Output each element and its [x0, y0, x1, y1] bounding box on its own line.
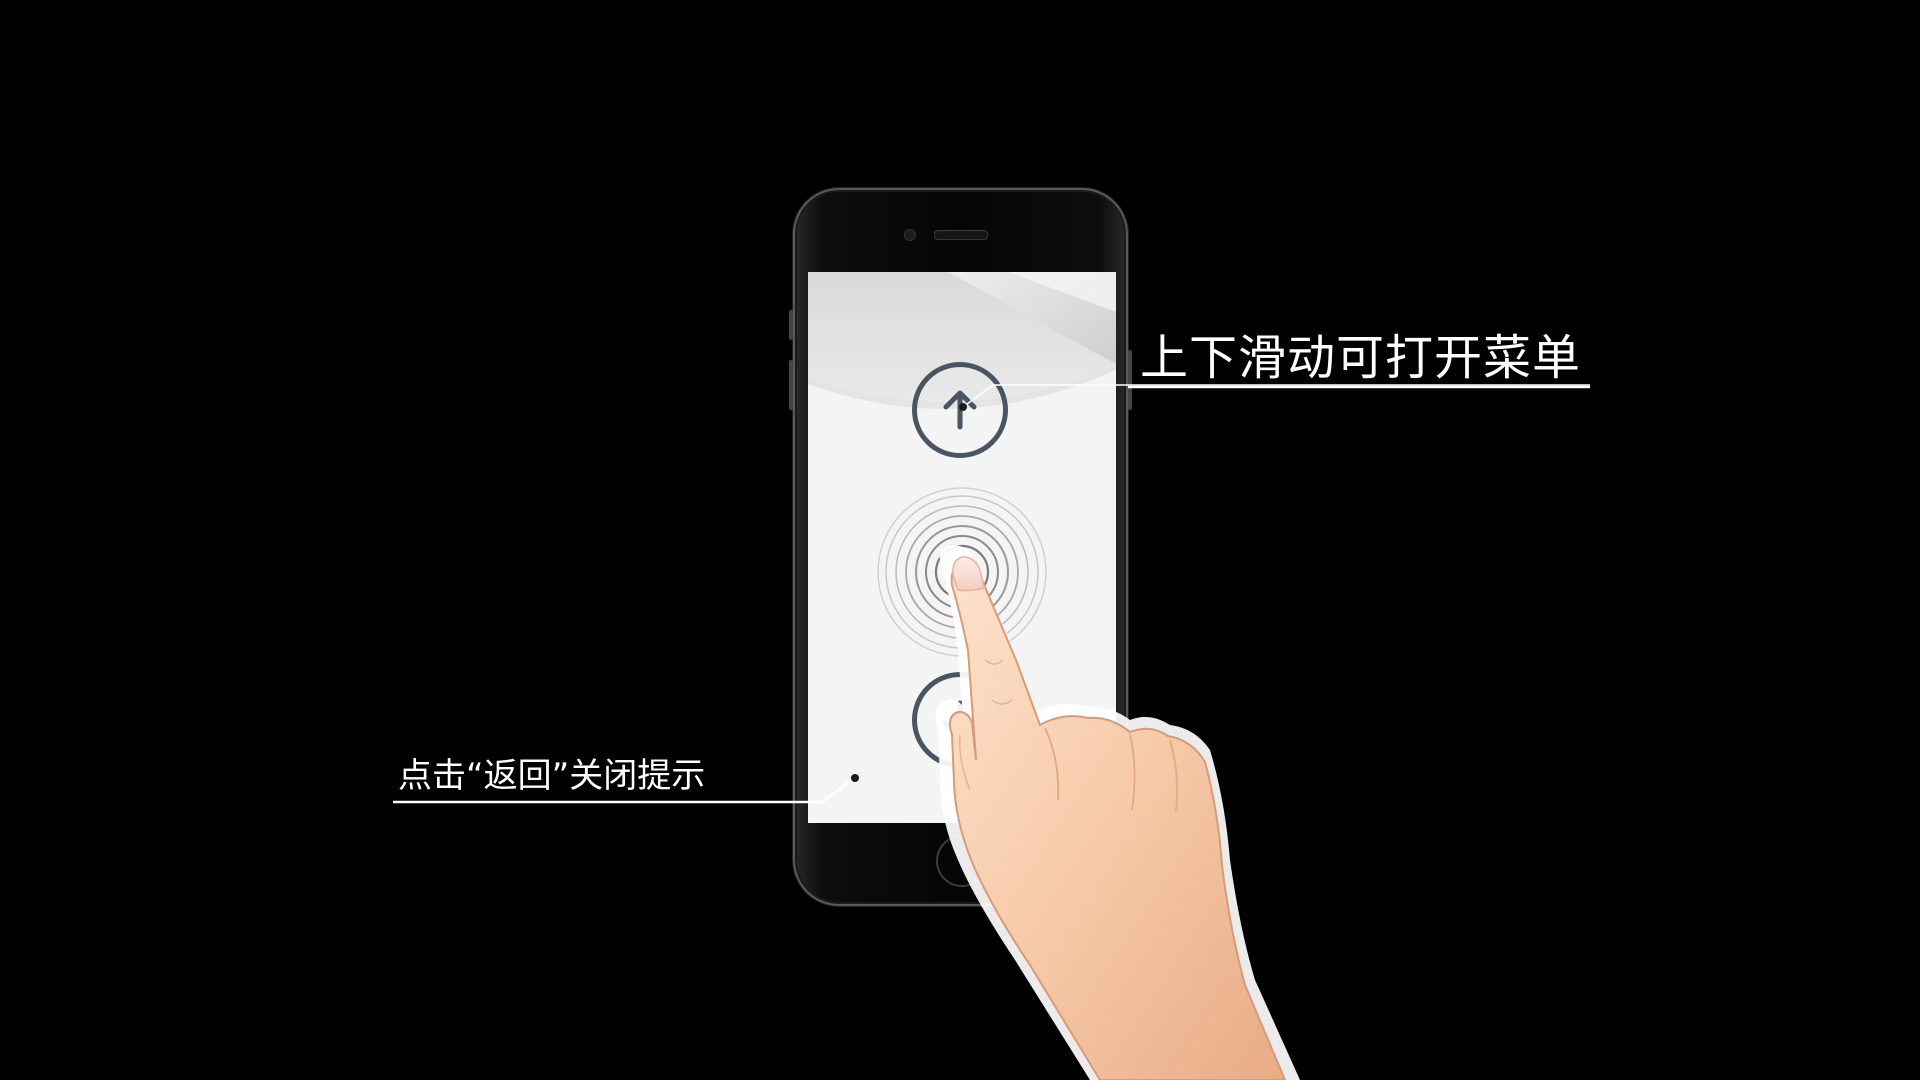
arrow-up-icon: [943, 390, 977, 430]
screen-header-decoration: [808, 272, 1116, 409]
back-hint-label: 点击“返回”关闭提示: [398, 756, 706, 796]
earpiece-speaker: [934, 230, 988, 240]
phone-power-button: [1128, 350, 1132, 410]
arrow-up-circle-icon[interactable]: [912, 362, 1008, 458]
phone-mute-switch: [789, 310, 793, 340]
ripple-rings-icon[interactable]: [875, 485, 1049, 659]
front-camera: [904, 229, 916, 241]
swipe-hint-label: 上下滑动可打开菜单: [1140, 330, 1582, 386]
phone-screen: [808, 272, 1116, 823]
phone-volume-button: [789, 360, 793, 410]
home-button[interactable]: [936, 835, 988, 887]
arrow-down-icon: [943, 700, 977, 740]
phone-device: [789, 188, 1132, 906]
arrow-down-circle-icon[interactable]: [912, 672, 1008, 768]
